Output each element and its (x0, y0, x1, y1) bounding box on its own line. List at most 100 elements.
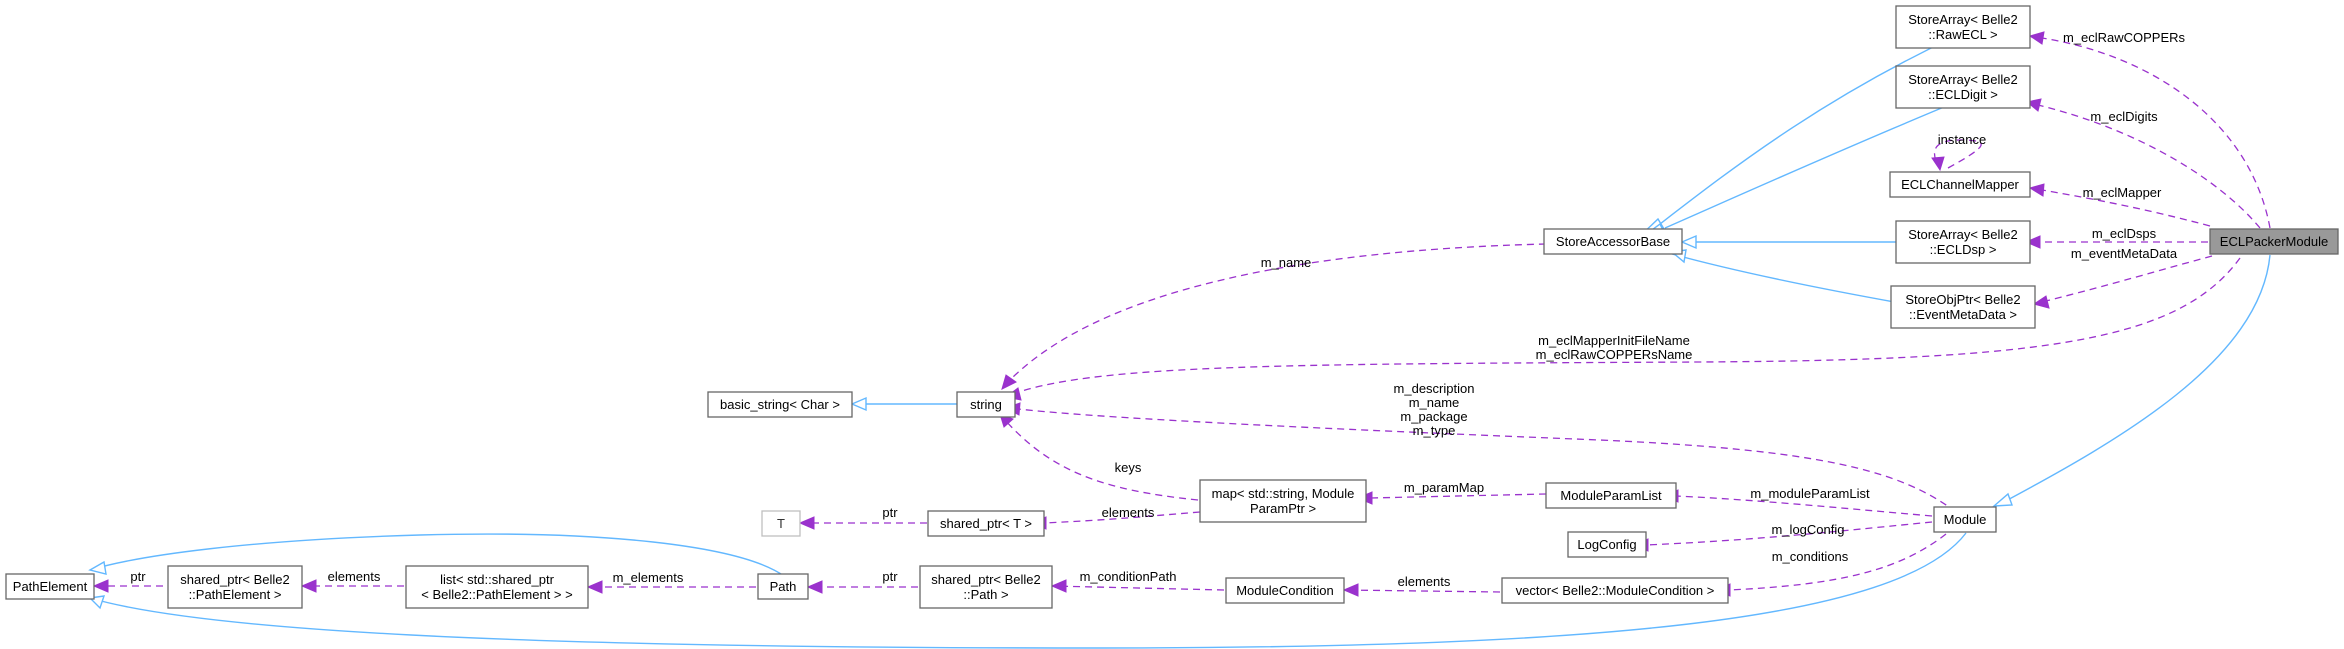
node-box (707, 391, 853, 418)
arrowhead-path-element-ptr (92, 579, 109, 593)
edge-module-strings (1017, 408, 1957, 513)
node-path[interactable]: Path (757, 573, 809, 600)
arrowhead-path-element-1 (88, 560, 107, 575)
arrowhead-event-meta (2032, 295, 2050, 309)
node-label-line: basic_string< Char > (720, 397, 840, 412)
inheritance-arrowheads (88, 217, 2013, 610)
arrowhead-shared-ptr-path (1050, 579, 1067, 593)
edge-label-instance: instance (1938, 132, 1986, 147)
node-label-line: PathElement (13, 579, 88, 594)
node-box (5, 573, 95, 600)
node-log-config[interactable]: LogConfig (1567, 531, 1647, 558)
node-label-line: ::ECLDigit > (1928, 87, 1998, 102)
arrowhead-t (798, 516, 815, 530)
edge-ecl-digit-to-accessor (1664, 101, 1957, 229)
edge-label-line: m_package (1400, 409, 1467, 424)
edge-ecl-packer-to-module (1999, 254, 2271, 505)
edge-label-line: m_eclMapper (2083, 185, 2162, 200)
node-label-line: Module (1944, 512, 1987, 527)
node-label-line: StoreObjPtr< Belle2 (1905, 292, 2020, 307)
edge-label-line: instance (1938, 132, 1986, 147)
node-module-condition[interactable]: ModuleCondition (1225, 577, 1345, 604)
edge-labels: m_eclRawCOPPERs m_eclDigits instance m_e… (130, 30, 2185, 589)
node-box (919, 565, 1053, 609)
node-label-line: map< std::string, Module (1212, 486, 1355, 501)
node-label-line: ::ECLDsp > (1930, 242, 1997, 257)
edge-label-m-ecl-digits: m_eclDigits (2090, 109, 2158, 124)
edge-label-m-name: m_name (1261, 255, 1312, 270)
node-store-accessor-base[interactable]: StoreAccessorBase (1543, 228, 1683, 255)
arrowhead-module (1991, 492, 2013, 507)
edge-label-m-elements: m_elements (613, 570, 684, 585)
edge-label-ptr-path-element: ptr (130, 569, 146, 584)
arrowhead-ecl-dsp (2024, 235, 2041, 249)
edge-m-ecl-mapper (2041, 189, 2211, 227)
arrowhead-shared-ptr-path-element (300, 579, 317, 593)
edge-path-to-path-element (89, 533, 785, 577)
node-label-line: StoreArray< Belle2 (1908, 12, 2017, 27)
node-shared-ptr-path[interactable]: shared_ptr< Belle2::Path > (919, 565, 1053, 609)
node-box (1895, 65, 2031, 109)
arrowhead-string-1 (1001, 374, 1017, 390)
node-label-line: vector< Belle2::ModuleCondition > (1516, 583, 1715, 598)
edge-elements-vector (1343, 589, 1501, 593)
node-box (1933, 506, 1997, 533)
node-module[interactable]: Module (1933, 506, 1997, 533)
edge-event-meta-to-accessor (1671, 253, 1901, 304)
node-label-line: string (970, 397, 1002, 412)
edge-instance (1933, 139, 1982, 169)
arrowhead-string (850, 396, 867, 412)
node-label-line: ECLPackerModule (2220, 234, 2328, 249)
edge-label-line: m_elements (613, 570, 684, 585)
node-shared-ptr-path-element[interactable]: shared_ptr< Belle2::PathElement > (167, 565, 303, 609)
arrowhead-raw-ecl (2028, 31, 2045, 45)
edge-label-line: m_description (1394, 381, 1475, 396)
node-box (757, 573, 809, 600)
edge-m-file-names (1015, 257, 2241, 394)
edge-label-line: m_eclRawCOPPERs (2063, 30, 2186, 45)
node-label-line: ModuleParamList (1560, 488, 1662, 503)
node-store-array-ecl-dsp[interactable]: StoreArray< Belle2::ECLDsp > (1895, 220, 2031, 264)
edge-label-m-param-map: m_paramMap (1404, 480, 1484, 495)
edge-label-line: ptr (882, 505, 898, 520)
node-string[interactable]: string (956, 391, 1016, 418)
node-store-array-ecl-digit[interactable]: StoreArray< Belle2::ECLDigit > (1895, 65, 2031, 109)
edge-label-line: m_eclDigits (2090, 109, 2158, 124)
node-store-array-raw-ecl[interactable]: StoreArray< Belle2::RawECL > (1895, 5, 2031, 49)
node-store-obj-ptr-event-meta-data[interactable]: StoreObjPtr< Belle2::EventMetaData > (1890, 285, 2036, 329)
node-path-element[interactable]: PathElement (5, 573, 95, 600)
node-label-line: StoreAccessorBase (1556, 234, 1670, 249)
edge-elements-map (1043, 511, 1201, 524)
edge-label-line: m_logConfig (1772, 522, 1845, 537)
edge-m-event-meta-data (2045, 255, 2213, 302)
node-box (927, 510, 1045, 537)
node-label-line: ::EventMetaData > (1909, 307, 2017, 322)
node-label-line: < Belle2::PathElement > > (421, 587, 572, 602)
edge-label-line: elements (1398, 574, 1451, 589)
edge-label-line: ptr (882, 569, 898, 584)
association-arrowheads (92, 31, 2050, 597)
edge-label-elements-list: elements (328, 569, 381, 584)
node-vector-module-condition[interactable]: vector< Belle2::ModuleCondition > (1501, 577, 1729, 604)
edge-label-line: m_name (1409, 395, 1460, 410)
node-label-line: list< std::shared_ptr (440, 572, 554, 587)
node-ecl-packer-module[interactable]: ECLPackerModule (2209, 228, 2339, 255)
node-label-line: ::PathElement > (189, 587, 282, 602)
node-label-line: ECLChannelMapper (1901, 177, 2019, 192)
edge-m-ecl-digits (2037, 104, 2261, 229)
node-label-line: ::RawECL > (1928, 27, 1997, 42)
node-list-path-element[interactable]: list< std::shared_ptr< Belle2::PathEleme… (405, 565, 589, 609)
edge-m-ecl-raw-coppers (2041, 37, 2271, 229)
arrowhead-ecl-mapper (2028, 183, 2045, 197)
node-label-line: ModuleCondition (1236, 583, 1334, 598)
node-t[interactable]: T (761, 510, 801, 537)
node-module-param-list[interactable]: ModuleParamList (1545, 482, 1677, 509)
node-label-line: shared_ptr< Belle2 (180, 572, 290, 587)
node-basic-string[interactable]: basic_string< Char > (707, 391, 853, 418)
edge-m-name-accessor (1009, 243, 1547, 381)
edge-label-line: m_conditions (1772, 549, 1849, 564)
node-ecl-channel-mapper[interactable]: ECLChannelMapper (1889, 171, 2031, 198)
node-shared-ptr-t[interactable]: shared_ptr< T > (927, 510, 1045, 537)
